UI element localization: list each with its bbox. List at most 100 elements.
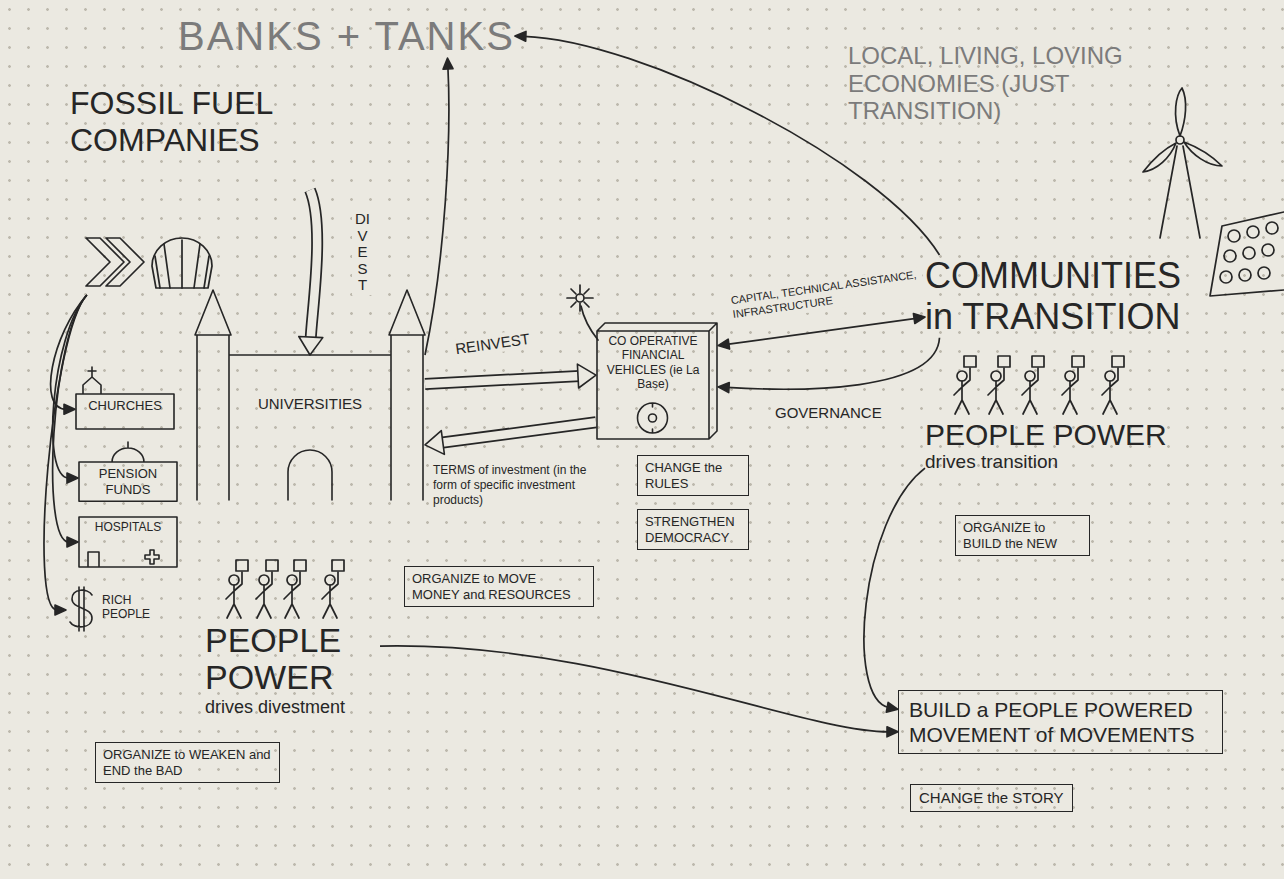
arrow-head — [913, 314, 925, 324]
connector-arrow — [380, 646, 898, 737]
stick-figure — [322, 560, 344, 618]
node-label: CHANGE the STORY — [919, 789, 1064, 807]
connector-band — [310, 190, 317, 339]
edge-label: CAPITAL, TECHNICAL ASSISTANCE, INFRASTRU… — [727, 267, 925, 323]
arrow-head — [577, 364, 596, 388]
node-label: drives divestment — [205, 697, 380, 719]
rich-people: RICH PEOPLE — [66, 585, 176, 635]
arrow-head — [299, 337, 323, 356]
connector-line — [727, 338, 940, 389]
arrow-head — [887, 727, 898, 737]
connector-arrow — [425, 364, 596, 388]
note-box: ORGANIZE to MOVE MONEY and RESOURCES — [404, 566, 594, 607]
node-label: BANKS + TANKS — [178, 14, 515, 58]
connector-line — [51, 295, 87, 409]
edge-label: DIVEST — [352, 210, 373, 295]
arrow-head — [67, 473, 78, 483]
windmill-blade — [1176, 88, 1186, 136]
flower-drawing — [567, 285, 598, 340]
arrow-head — [886, 702, 898, 712]
shell-logo — [152, 238, 212, 288]
flower-center — [576, 294, 584, 302]
node-label: STRENGTHEN DEMOCRACY — [645, 514, 741, 545]
cooperative-safe: CO OPERATIVE FINANCIAL VEHICLES (ie La B… — [596, 322, 718, 440]
node-label: CHURCHES — [81, 398, 169, 414]
people-power: PEOPLE POWERdrives divestment — [205, 622, 380, 718]
node-label: ORGANIZE to MOVE MONEY and RESOURCES — [412, 571, 586, 602]
stick-figure — [1102, 356, 1124, 414]
node-label: PENSION FUNDS — [84, 466, 172, 497]
castle-shape — [195, 290, 425, 500]
stick-figure — [1062, 356, 1084, 414]
connector-line — [380, 646, 889, 732]
company-group: FOSSIL FUEL COMPANIES — [70, 85, 310, 295]
panel-cell — [1239, 269, 1251, 281]
edge-label: TERMS of investment (in the form of spec… — [430, 462, 606, 509]
hospital-shape — [79, 517, 177, 567]
castle-outline — [195, 355, 425, 500]
stick-figure — [284, 560, 306, 618]
arrow-head — [718, 383, 729, 393]
connector-arrow — [718, 338, 940, 393]
note-box: STRENGTHEN DEMOCRACY — [637, 509, 749, 550]
edge-label: GOVERNANCE — [772, 403, 885, 422]
node-label: CHANGE the RULES — [645, 460, 741, 491]
connector-line — [864, 468, 925, 707]
solar-panel — [1210, 212, 1284, 296]
connector-arrow — [425, 58, 453, 355]
dollar-shape — [70, 587, 92, 631]
flower-stem — [581, 306, 598, 340]
note-box: BUILD a PEOPLE POWERED MOVEMENT of MOVEM… — [898, 690, 1223, 754]
node-label: UNIVERSITIES — [235, 395, 385, 413]
chevron-shape — [106, 238, 144, 286]
heading-text: BANKS + TANKS — [178, 14, 515, 58]
connector-band-inner — [425, 376, 580, 384]
panel-cell — [1243, 247, 1255, 259]
windmill-blade — [1184, 142, 1222, 166]
edge-label: REINVEST — [451, 328, 534, 358]
connector-line — [524, 36, 940, 255]
node-label: drives transition — [925, 451, 1185, 474]
node-label: ORGANIZE to BUILD the NEW — [963, 520, 1082, 551]
stick-figure — [226, 560, 248, 618]
university-castle: UNIVERSITIES — [195, 355, 425, 500]
node-label: RICH PEOPLE — [102, 593, 172, 622]
arrow-head — [718, 339, 730, 349]
node-label: CO OPERATIVE FINANCIAL VEHICLES (ie La B… — [602, 334, 704, 392]
pension-shape — [79, 442, 177, 501]
panel-cell — [1247, 226, 1259, 238]
shell-shape — [152, 238, 212, 288]
connector-arrow — [299, 190, 323, 355]
node-label: HOSPITALS — [84, 520, 172, 534]
node-label: BUILD a PEOPLE POWERED MOVEMENT of MOVEM… — [909, 697, 1212, 747]
stick-figure — [988, 356, 1010, 414]
chevron-logo — [86, 238, 144, 286]
church-shape — [76, 367, 174, 429]
connector-line — [425, 67, 449, 355]
arrow-head — [64, 404, 75, 414]
node-label: FOSSIL FUEL COMPANIES — [70, 85, 310, 159]
windmill-tower — [1160, 146, 1200, 238]
connector-band — [441, 422, 596, 443]
heading-text: LOCAL, LIVING, LOVING ECONOMIES (JUST TR… — [848, 42, 1158, 125]
connector-band-inner — [310, 190, 317, 339]
windmill-drawing — [1143, 88, 1222, 238]
panel-cell — [1220, 271, 1232, 283]
note-box: CHANGE the RULES — [637, 455, 749, 496]
node-label: PEOPLE POWER — [925, 418, 1185, 451]
panel-frame — [1210, 212, 1284, 296]
heading-text: COMMUNITIES in TRANSITION — [925, 255, 1215, 338]
panel-cell — [1266, 222, 1278, 234]
node-label: PEOPLE POWER — [205, 622, 380, 697]
note-box: ORGANIZE to WEAKEN and END the BAD — [95, 742, 280, 783]
arrow-head — [67, 537, 78, 547]
connector-arrow — [425, 422, 596, 454]
flower-petals — [567, 285, 593, 311]
stick-figure — [1022, 356, 1044, 414]
protesters-transition — [954, 356, 1124, 414]
note-box: ORGANIZE to BUILD the NEW — [955, 515, 1090, 556]
windmill-blade — [1143, 143, 1176, 172]
node-label: COMMUNITIES in TRANSITION — [925, 255, 1215, 338]
church-building: CHURCHES — [75, 378, 175, 430]
arrow-head — [515, 31, 526, 41]
